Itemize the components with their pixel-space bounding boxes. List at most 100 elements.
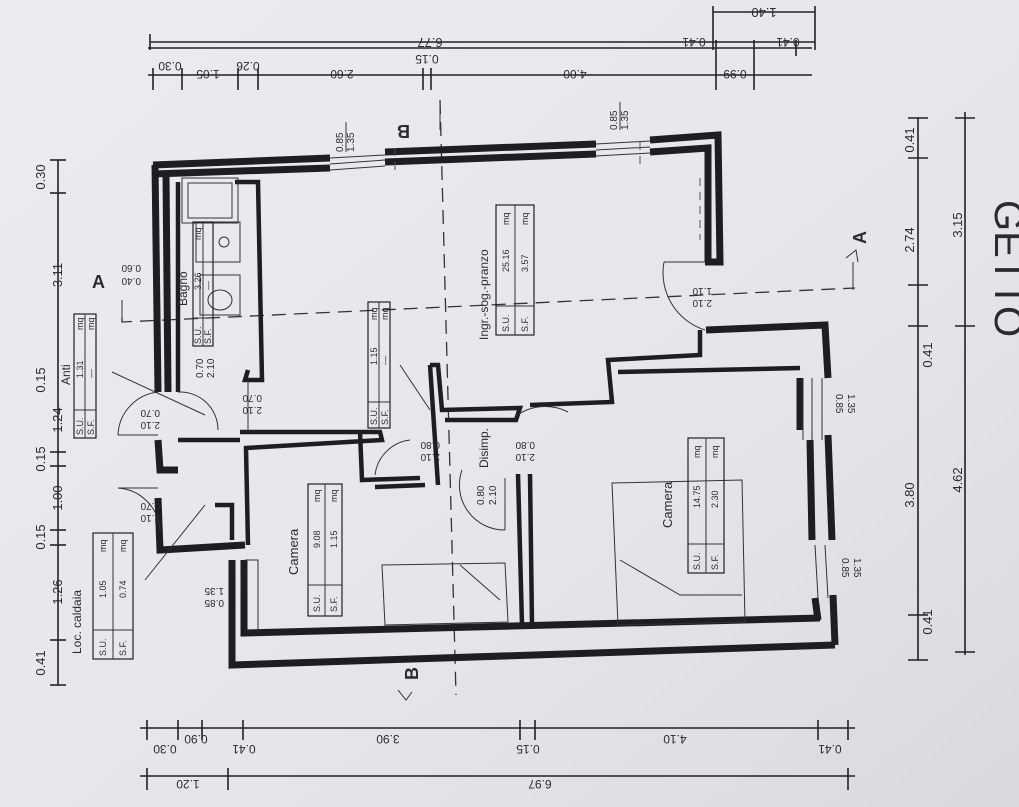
left-dimension: 0.41 1.26 0.15 1.00 0.15 1.24 0.15 3.11 … — [33, 159, 66, 686]
dim-top-2: 1.05 — [196, 67, 220, 81]
room-bagno: Bagno S.U. S.F. 3.26 — mq — [176, 221, 214, 347]
svg-text:0.60: 0.60 — [121, 262, 141, 273]
dim-bottom-5: 0.15 — [516, 742, 540, 756]
section-b-bottom-label: B — [402, 667, 422, 680]
svg-text:S.U.: S.U. — [369, 407, 379, 425]
svg-text:0.85: 0.85 — [335, 132, 346, 152]
svg-text:S.U.: S.U. — [692, 552, 702, 570]
svg-text:0.80: 0.80 — [515, 439, 535, 450]
svg-text:Camera: Camera — [286, 528, 301, 575]
svg-text:S.F.: S.F. — [203, 328, 213, 344]
svg-text:1.35: 1.35 — [620, 110, 631, 130]
svg-text:0.85: 0.85 — [833, 394, 844, 414]
svg-text:S.U.: S.U. — [501, 314, 511, 332]
dim-top-4: 2.60 — [330, 67, 354, 81]
section-a-left-label: A — [92, 272, 105, 292]
svg-text:mq: mq — [75, 317, 85, 330]
room-camera-2: Camera S.U. S.F. 14.75 2.30 mq mq — [660, 437, 725, 574]
svg-text:9.08: 9.08 — [312, 530, 322, 548]
svg-text:Loc. caldaia: Loc. caldaia — [70, 590, 84, 654]
dim-bottom-6: 4.10 — [663, 732, 687, 746]
top-dimension-outer: 6.77 1.40 — [149, 5, 816, 50]
svg-text:1.10: 1.10 — [692, 285, 712, 296]
section-b-top-label: B — [397, 121, 410, 141]
svg-text:2.30: 2.30 — [710, 490, 720, 508]
bathroom-fixtures — [181, 177, 241, 316]
room-disimpegno: Disimp. S.U. S.F. 1.15 — mq mq — [367, 301, 491, 468]
svg-text:S.F.: S.F. — [710, 554, 720, 570]
svg-text:S.U.: S.U. — [75, 417, 85, 435]
bottom-dimension: 0.30 0.90 0.41 3.90 0.15 4.10 0.41 1.20 … — [140, 720, 855, 791]
svg-text:—: — — [86, 369, 96, 378]
svg-text:mq: mq — [501, 212, 511, 225]
dim-left-5: 0.15 — [33, 446, 48, 471]
svg-text:2.10: 2.10 — [692, 297, 712, 308]
beds — [381, 479, 746, 626]
svg-text:S.F.: S.F. — [86, 419, 96, 435]
dim-top-extra: 1.40 — [751, 5, 776, 20]
svg-text:1.35: 1.35 — [346, 132, 357, 152]
svg-text:Camera: Camera — [660, 481, 675, 528]
section-line-a: A A — [92, 231, 870, 323]
svg-text:mq: mq — [193, 227, 203, 240]
room-caldaia: Loc. caldaia S.U. S.F. 1.05 0.74 mq mq — [70, 532, 134, 660]
svg-text:S.F.: S.F. — [329, 596, 339, 612]
svg-text:3.57: 3.57 — [520, 254, 530, 272]
svg-text:2.10: 2.10 — [420, 451, 440, 462]
dim-bottom-3: 0.41 — [232, 742, 256, 756]
dim-left-2: 1.26 — [50, 579, 65, 604]
svg-text:1.15: 1.15 — [329, 530, 339, 548]
dim-top-9: 0.41 — [776, 35, 800, 49]
svg-text:14.75: 14.75 — [692, 485, 702, 508]
svg-text:1.31: 1.31 — [75, 360, 85, 378]
room-camera-1: Camera S.U. S.F. 9.08 1.15 mq mq — [286, 483, 343, 617]
dim-left-7: 0.15 — [33, 367, 48, 392]
svg-text:Bagno: Bagno — [176, 271, 190, 306]
section-a-right-label: A — [850, 231, 870, 244]
dim-top-5: 0.15 — [415, 52, 439, 66]
svg-text:1.35: 1.35 — [851, 558, 862, 578]
dim-left-4: 1.00 — [50, 485, 65, 510]
interior-walls — [175, 179, 801, 626]
svg-text:mq: mq — [520, 212, 530, 225]
svg-text:3.26: 3.26 — [193, 272, 203, 290]
top-dimension-inner: 0.30 1.05 0.26 2.60 0.15 4.00 0.99 0.41 … — [148, 35, 812, 90]
svg-text:2.10: 2.10 — [140, 512, 160, 523]
svg-text:—: — — [380, 356, 390, 365]
dim-bottom-1: 0.30 — [153, 742, 177, 756]
dim-left-8: 3.11 — [50, 263, 65, 287]
svg-text:Disimp.: Disimp. — [477, 428, 491, 468]
svg-text:2.10: 2.10 — [515, 451, 535, 462]
section-line-b: B B — [397, 99, 457, 701]
svg-text:S.U.: S.U. — [312, 594, 322, 612]
dim-bottom-outer-1: 1.20 — [176, 777, 200, 791]
svg-text:0.70: 0.70 — [195, 358, 206, 378]
svg-text:0.80: 0.80 — [420, 439, 440, 450]
dim-right-4: 3.80 — [902, 482, 917, 507]
svg-text:2.10: 2.10 — [488, 485, 499, 505]
svg-text:0.80: 0.80 — [476, 485, 487, 505]
svg-text:mq: mq — [369, 307, 379, 320]
svg-text:1.35: 1.35 — [845, 394, 856, 414]
svg-text:mq: mq — [312, 489, 322, 502]
dim-right-2: 2.74 — [902, 227, 917, 252]
svg-text:1.05: 1.05 — [98, 580, 108, 598]
room-anti: Anti S.U. S.F. 1.31 — mq mq — [59, 313, 97, 439]
dim-left-1: 0.41 — [33, 650, 48, 675]
dim-top-3: 0.26 — [236, 59, 260, 73]
dim-right-1: 0.41 — [902, 127, 917, 152]
svg-text:25.16: 25.16 — [501, 249, 511, 272]
svg-text:1.35: 1.35 — [204, 585, 224, 596]
svg-text:—: — — [203, 281, 213, 290]
dim-bottom-4: 3.90 — [376, 732, 400, 746]
dim-bottom-7: 0.41 — [818, 742, 842, 756]
dim-bottom-outer-2: 6.97 — [528, 777, 552, 791]
svg-text:0.70: 0.70 — [242, 392, 262, 403]
svg-text:S.U.: S.U. — [193, 326, 203, 344]
dim-top-6: 4.00 — [563, 67, 587, 81]
right-dimension: 0.41 2.74 0.41 3.80 0.41 3.15 4.62 — [902, 112, 975, 661]
dim-bottom-2: 0.90 — [184, 732, 208, 746]
svg-text:mq: mq — [692, 445, 702, 458]
svg-text:mq: mq — [380, 307, 390, 320]
